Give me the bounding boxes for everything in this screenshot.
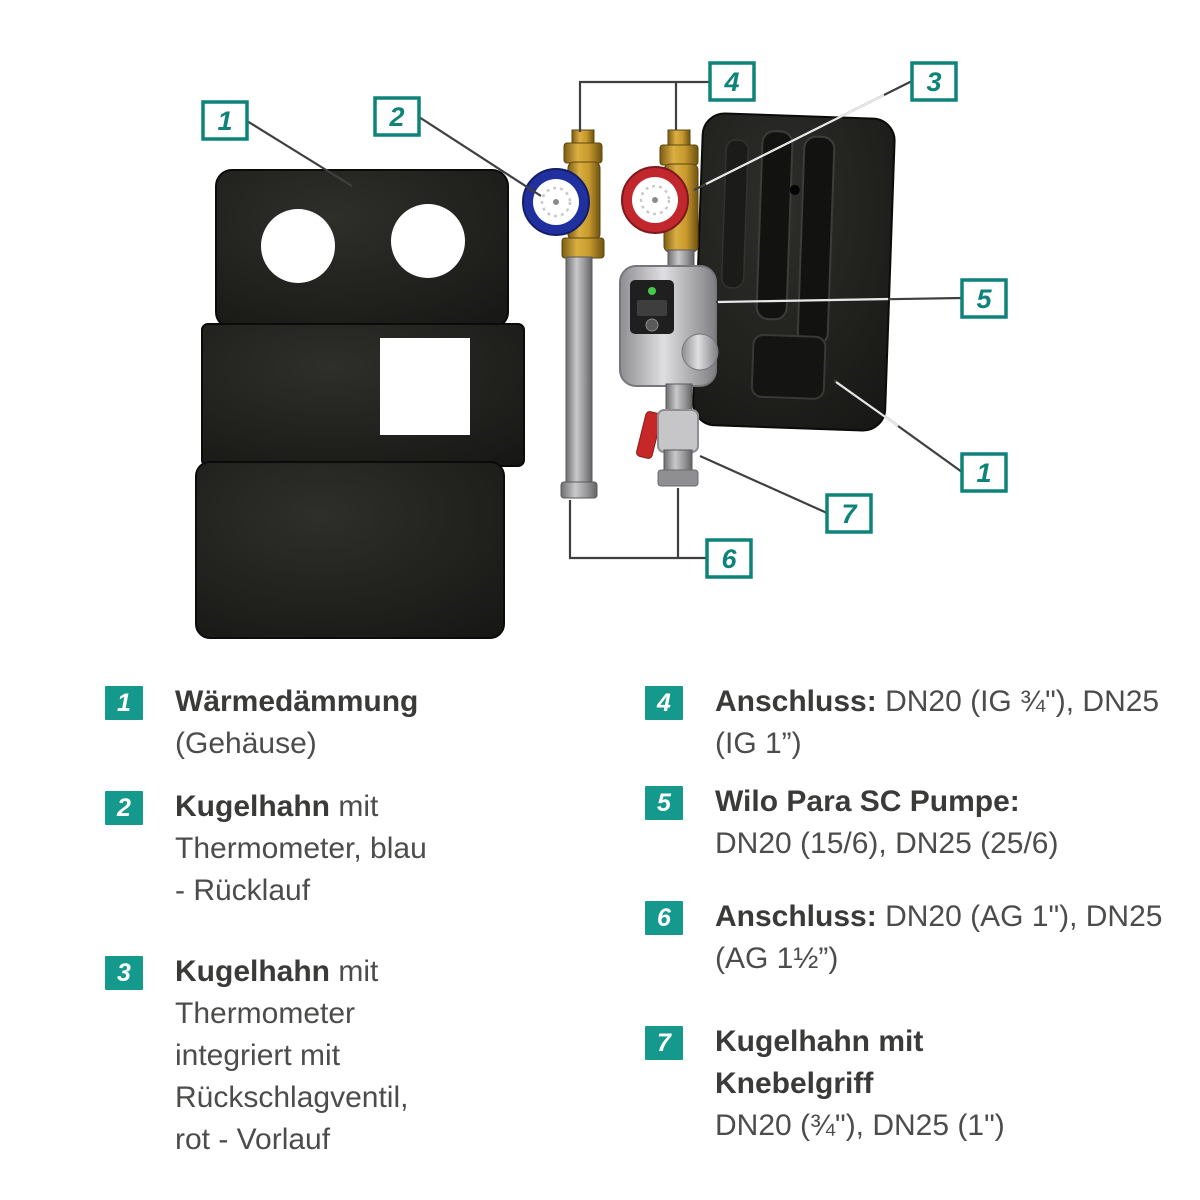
legend-item-1: 1 Wärmedämmung (Gehäuse)	[105, 681, 465, 765]
product-exploded-diagram: 1 2 4 3 5 1 7 6	[195, 61, 1008, 639]
legend-text-2: Kugelhahn mit Thermometer, blau - Rückla…	[175, 786, 440, 912]
valve-outlet	[663, 449, 693, 473]
callout-box-4: 4	[708, 61, 756, 102]
housing-front-bottom	[195, 461, 505, 639]
thermometer-red-pivot	[652, 197, 658, 203]
callout-num-1-left: 1	[217, 106, 232, 136]
return-line-assembly	[522, 129, 605, 499]
pump	[619, 265, 719, 387]
legend-term-7: Kugelhahn mit Knebelgriff	[715, 1025, 924, 1100]
housing-back-groove	[755, 130, 794, 321]
legend-item-2: 2 Kugelhahn mit Thermometer, blau - Rück…	[105, 786, 465, 912]
legend-text-4: Anschluss: DN20 (IG ¾"), DN25 (IG 1”)	[715, 681, 1165, 765]
legend-item-3: 3 Kugelhahn mit Thermometer integriert m…	[105, 951, 465, 1161]
insulation-housing-front	[195, 169, 525, 639]
legend-text-7: Kugelhahn mit Knebelgriff DN20 (¾"), DN2…	[715, 1021, 1075, 1147]
thermometer-blue	[522, 168, 590, 236]
pipe-return	[565, 256, 593, 484]
pipe-end-bottom	[560, 481, 598, 499]
legend-text-5: Wilo Para SC Pumpe: DN20 (15/6), DN25 (2…	[715, 781, 1165, 865]
callout-line-6a	[568, 500, 707, 560]
legend-badge-1: 1	[105, 686, 143, 720]
pump-volute	[681, 333, 719, 371]
callout-line-1-left	[246, 120, 353, 187]
legend-text-3: Kugelhahn mit Thermometer integriert mit…	[175, 951, 450, 1161]
callout-line-3-overlay	[705, 94, 885, 185]
callout-box-2: 2	[373, 96, 421, 137]
housing-hole-right	[391, 204, 465, 278]
insulation-housing-back	[692, 112, 896, 432]
pipe-tail-top	[667, 129, 691, 147]
legend-desc-7: DN20 (¾"), DN25 (1")	[715, 1109, 1005, 1142]
thermometer-red-scale	[639, 184, 671, 216]
supply-line-assembly	[619, 129, 719, 487]
housing-window-cutout	[380, 338, 470, 435]
legend-badge-4: 4	[645, 686, 683, 720]
legend-badge-7: 7	[645, 1026, 683, 1060]
legend-text-6: Anschluss: DN20 (AG 1"), DN25 (AG 1½”)	[715, 896, 1165, 980]
legend-term-5: Wilo Para SC Pumpe:	[715, 785, 1020, 818]
housing-back-groove	[796, 135, 836, 346]
pump-led-green	[648, 287, 656, 295]
callout-box-1-left: 1	[201, 100, 249, 141]
legend-item-5: 5 Wilo Para SC Pumpe: DN20 (15/6), DN25 …	[645, 781, 1165, 865]
legend-term-6: Anschluss:	[715, 900, 877, 933]
pipe-end-bottom	[657, 469, 699, 487]
legend-term-1: Wärmedämmung	[175, 685, 419, 718]
callout-box-1-right: 1	[960, 452, 1008, 493]
housing-back-hole	[789, 184, 800, 195]
legend-desc-6: DN20 (AG 1"), DN25 (AG 1½”)	[715, 900, 1163, 975]
callout-line-5-overlay	[717, 297, 889, 304]
legend-term-3: Kugelhahn	[175, 955, 330, 988]
housing-hole-left	[261, 209, 335, 283]
callout-num-1-right: 1	[976, 458, 991, 488]
callout-num-5: 5	[976, 284, 992, 314]
pump-knob	[645, 318, 659, 332]
legend-desc-4: DN20 (IG ¾"), DN25 (IG 1”)	[715, 685, 1160, 760]
legend-term-2: Kugelhahn	[175, 790, 330, 823]
valve-chrome-body	[657, 409, 699, 453]
valve-red-lever	[636, 411, 662, 459]
union-nut	[563, 142, 603, 164]
callout-num-6: 6	[721, 544, 737, 574]
housing-front-top	[215, 169, 509, 329]
callout-line-1-right-overlay	[835, 381, 899, 427]
pump-display	[637, 300, 667, 316]
callout-box-7: 7	[825, 493, 873, 534]
thermometer-red	[621, 166, 689, 234]
legend-desc-5: DN20 (15/6), DN25 (25/6)	[715, 827, 1059, 860]
legend-badge-2: 2	[105, 791, 143, 825]
callout-box-6: 6	[705, 538, 753, 579]
callout-num-4: 4	[723, 67, 739, 97]
housing-front-middle	[201, 323, 525, 467]
callout-num-2: 2	[388, 102, 404, 132]
legend-badge-3: 3	[105, 956, 143, 990]
legend-desc-3: mit Thermometer integriert mit Rückschla…	[175, 955, 409, 1156]
pump-connector-bottom	[665, 383, 693, 413]
legend-item-7: 7 Kugelhahn mit Knebelgriff DN20 (¾"), D…	[645, 1021, 1165, 1147]
legend-badge-6: 6	[645, 901, 683, 935]
legend-text-1: Wärmedämmung (Gehäuse)	[175, 681, 455, 765]
legend-item-4: 4 Anschluss: DN20 (IG ¾"), DN25 (IG 1”)	[645, 681, 1165, 765]
legend-item-6: 6 Anschluss: DN20 (AG 1"), DN25 (AG 1½”)	[645, 896, 1165, 980]
lever-ball-valve	[636, 409, 699, 487]
legend-badge-5: 5	[645, 786, 683, 820]
callout-line-4a	[578, 80, 710, 132]
legend-term-4: Anschluss:	[715, 685, 877, 718]
legend-desc-2: mit Thermometer, blau - Rücklauf	[175, 790, 427, 907]
legend-desc-1: (Gehäuse)	[175, 727, 317, 760]
callout-num-3: 3	[926, 67, 941, 97]
housing-back-recess	[750, 333, 827, 400]
union-nut	[561, 237, 605, 259]
callout-line-7	[699, 454, 828, 515]
callout-box-5: 5	[960, 278, 1008, 319]
thermometer-blue-scale	[540, 186, 572, 218]
callout-box-3: 3	[910, 61, 958, 102]
thermometer-blue-pivot	[553, 199, 559, 205]
callout-line-2	[418, 116, 542, 197]
callout-num-7: 7	[841, 499, 858, 529]
union-nut	[659, 144, 699, 166]
housing-back-groove	[720, 139, 749, 289]
